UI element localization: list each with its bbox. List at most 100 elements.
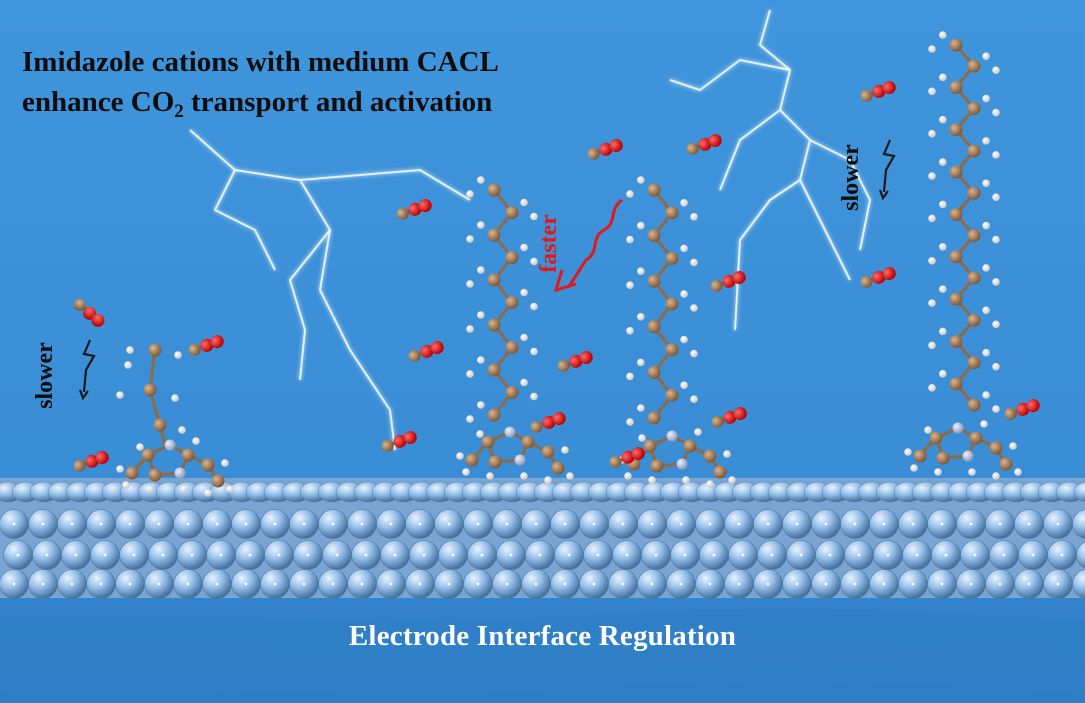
carbon-atom bbox=[181, 448, 195, 462]
carbon-atom bbox=[481, 435, 495, 449]
co2-oxygen-atom bbox=[723, 410, 737, 424]
co2-molecule bbox=[188, 335, 224, 356]
hydrogen-atom bbox=[637, 176, 645, 184]
electrode-atom-highlight bbox=[45, 553, 49, 557]
electrode-atom-highlight bbox=[741, 553, 745, 557]
electrode-atom-highlight bbox=[418, 522, 422, 526]
carbon-atom bbox=[505, 206, 519, 219]
hydrogen-atom bbox=[626, 372, 634, 381]
electrode-atom-highlight bbox=[273, 522, 277, 526]
co2-carbon-atom bbox=[686, 142, 699, 155]
chemical-bond bbox=[148, 348, 157, 392]
lightning-bolt bbox=[214, 169, 276, 271]
carbon-atom bbox=[967, 398, 981, 412]
electrode-atom-highlight bbox=[476, 522, 480, 526]
wave-band bbox=[0, 590, 1085, 703]
co2-molecule bbox=[408, 341, 444, 362]
electrode-atom-highlight bbox=[824, 522, 828, 526]
hydrogen-atom bbox=[924, 426, 932, 434]
imidazole-cation-short bbox=[116, 343, 234, 497]
electrode-atom-highlight bbox=[360, 522, 364, 526]
hydrogen-atom bbox=[477, 176, 485, 184]
electrode-atom-highlight bbox=[215, 582, 219, 586]
rate-arrow-icon bbox=[553, 198, 623, 293]
co2-carbon-atom bbox=[188, 343, 201, 356]
electrode-atom-highlight bbox=[944, 553, 948, 557]
electrode-atom-highlight bbox=[16, 553, 20, 557]
hydrogen-atom bbox=[939, 285, 947, 293]
hydrogen-atom bbox=[116, 465, 124, 473]
co2-molecule bbox=[860, 81, 896, 102]
co2-oxygen-atom bbox=[418, 199, 432, 213]
electrode-atom-highlight bbox=[505, 522, 509, 526]
arrow-squiggle bbox=[882, 139, 896, 193]
hydrogen-atom bbox=[982, 348, 990, 357]
co2-oxygen-atom bbox=[210, 335, 224, 349]
hydrogen-atom bbox=[221, 459, 229, 467]
electrode-atom-highlight bbox=[857, 553, 861, 557]
electrode-atom-highlight bbox=[244, 522, 248, 526]
hydrogen-atom bbox=[171, 394, 179, 402]
hydrogen-atom bbox=[626, 190, 634, 198]
hydrogen-atom bbox=[520, 378, 528, 387]
hydrogen-atom bbox=[992, 320, 1000, 329]
carbon-atom bbox=[487, 273, 501, 287]
nitrogen-atom bbox=[676, 458, 688, 470]
co2-molecule bbox=[73, 451, 109, 472]
electrode-atom-highlight bbox=[12, 582, 16, 586]
carbon-atom bbox=[487, 183, 501, 197]
electrode-atom-highlight bbox=[621, 522, 625, 526]
hydrogen-atom bbox=[477, 401, 485, 409]
electrode-atom-highlight bbox=[128, 582, 132, 586]
co2-oxygen-atom bbox=[733, 407, 747, 421]
carbon-atom bbox=[913, 449, 927, 463]
carbon-atom bbox=[647, 274, 661, 288]
nitrogen-atom bbox=[952, 422, 964, 434]
arrow-squiggle bbox=[82, 339, 96, 393]
co2-molecule bbox=[710, 271, 746, 292]
co2-carbon-atom bbox=[73, 298, 86, 311]
carbon-atom bbox=[967, 229, 981, 243]
hydrogen-atom bbox=[992, 66, 1000, 74]
electrode-atom-highlight bbox=[654, 553, 658, 557]
imidazole-cation-medium-1 bbox=[456, 176, 574, 484]
co2-carbon-atom bbox=[530, 420, 543, 433]
electrode-atom-highlight bbox=[393, 553, 397, 557]
electrode-atom-highlight bbox=[828, 553, 832, 557]
hydrogen-atom bbox=[992, 151, 1000, 159]
carbon-atom bbox=[967, 59, 981, 73]
hydrogen-atom bbox=[992, 108, 1000, 117]
electrode-atom-highlight bbox=[940, 582, 944, 586]
hydrogen-atom bbox=[928, 299, 936, 307]
hydrogen-atom bbox=[466, 370, 474, 378]
electrode-atom-highlight bbox=[1056, 522, 1060, 526]
imidazole-cation-long bbox=[904, 31, 1022, 480]
electrode-atom-highlight bbox=[505, 582, 509, 586]
electrode-atom-highlight bbox=[708, 522, 712, 526]
hydrogen-atom bbox=[928, 172, 936, 180]
hydrogen-atom bbox=[939, 200, 947, 209]
carbon-atom bbox=[201, 458, 215, 472]
carbon-atom bbox=[949, 80, 963, 94]
electrode-atom-highlight bbox=[1027, 582, 1031, 586]
co2-molecule bbox=[557, 351, 593, 372]
electrode-atom-highlight bbox=[567, 553, 571, 557]
co2-oxygen-atom bbox=[872, 84, 886, 98]
alkyl-chain bbox=[928, 31, 1000, 413]
co2-molecule bbox=[1004, 399, 1040, 420]
hydrogen-atom bbox=[939, 115, 947, 124]
wave-band bbox=[0, 608, 1085, 703]
electrode-atom-highlight bbox=[886, 553, 890, 557]
electrode-atom-highlight bbox=[302, 582, 306, 586]
electrode-atom-highlight bbox=[277, 553, 281, 557]
electrode-atom-highlight bbox=[737, 582, 741, 586]
co2-carbon-atom bbox=[1004, 407, 1017, 420]
hydrogen-atom bbox=[680, 199, 688, 207]
carbon-atom bbox=[949, 292, 963, 306]
electrode-atom-highlight bbox=[364, 553, 368, 557]
hydrogen-atom bbox=[466, 415, 474, 423]
electrode-atom-highlight bbox=[389, 582, 393, 586]
hydrogen-atom bbox=[477, 221, 485, 229]
co2-molecule bbox=[711, 407, 747, 428]
electrode-atom-highlight bbox=[186, 582, 190, 586]
